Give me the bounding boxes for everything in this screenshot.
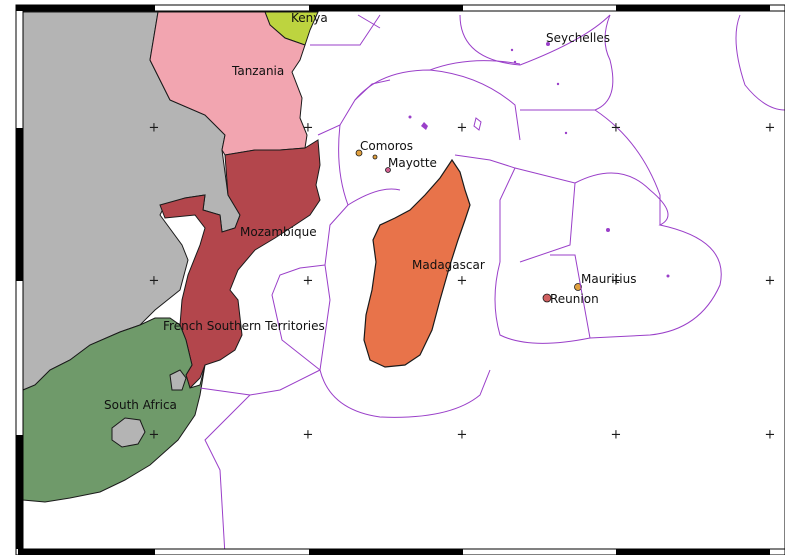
island-mauritius bbox=[574, 283, 582, 291]
grid-marker: + bbox=[457, 121, 468, 136]
grid-marker: + bbox=[611, 428, 622, 443]
island-agalega bbox=[606, 228, 610, 232]
map-frame bbox=[15, 4, 785, 556]
eez-boundaries bbox=[199, 14, 785, 556]
grid-marker: + bbox=[303, 121, 314, 136]
label-french-southern-territories: French Southern Territories bbox=[163, 319, 325, 333]
grid-marker: + bbox=[149, 274, 160, 289]
grid-marker: + bbox=[765, 274, 776, 289]
label-madagascar: Madagascar bbox=[412, 258, 485, 272]
island-comoros-2 bbox=[372, 154, 378, 160]
label-mayotte: Mayotte bbox=[388, 156, 437, 170]
island-outline-2 bbox=[421, 122, 428, 130]
island-rodrigues bbox=[666, 274, 670, 278]
label-kenya: Kenya bbox=[291, 11, 328, 25]
enclave-lesotho bbox=[111, 417, 146, 448]
small-islands bbox=[355, 42, 670, 303]
grid-marker: + bbox=[149, 428, 160, 443]
label-seychelles: Seychelles bbox=[546, 31, 610, 45]
grid-marker: + bbox=[611, 274, 622, 289]
grid-marker: + bbox=[765, 121, 776, 136]
island-mayotte bbox=[385, 167, 391, 173]
grid-marker: + bbox=[457, 428, 468, 443]
grid-marker: + bbox=[611, 121, 622, 136]
grid-markers: + + + + + + + + + + + + + + + bbox=[149, 121, 776, 443]
label-south-africa: South Africa bbox=[104, 398, 177, 412]
grid-marker: + bbox=[303, 428, 314, 443]
island-seychelles bbox=[546, 42, 550, 46]
island-dot-1 bbox=[408, 115, 412, 119]
label-mozambique: Mozambique bbox=[240, 225, 317, 239]
island-dot-5 bbox=[556, 82, 560, 86]
island-dot-4 bbox=[564, 131, 568, 135]
island-reunion bbox=[542, 293, 552, 303]
grid-marker: + bbox=[303, 274, 314, 289]
grid-marker: + bbox=[149, 121, 160, 136]
country-tanzania[interactable] bbox=[149, 11, 308, 156]
island-comoros bbox=[355, 149, 363, 157]
grid-marker: + bbox=[457, 274, 468, 289]
label-comoros: Comoros bbox=[360, 139, 413, 153]
grid-marker: + bbox=[765, 428, 776, 443]
island-outline-1 bbox=[473, 117, 482, 131]
label-tanzania: Tanzania bbox=[231, 64, 284, 78]
country-madagascar[interactable] bbox=[363, 158, 471, 368]
country-south-africa[interactable] bbox=[22, 317, 206, 503]
island-dot-2 bbox=[510, 48, 514, 52]
label-mauritius: Mauritius bbox=[581, 272, 636, 286]
map-labels: Kenya Tanzania Mozambique South Africa M… bbox=[104, 11, 636, 412]
enclave-eswatini bbox=[169, 369, 187, 391]
label-reunion: Reunion bbox=[550, 292, 599, 306]
